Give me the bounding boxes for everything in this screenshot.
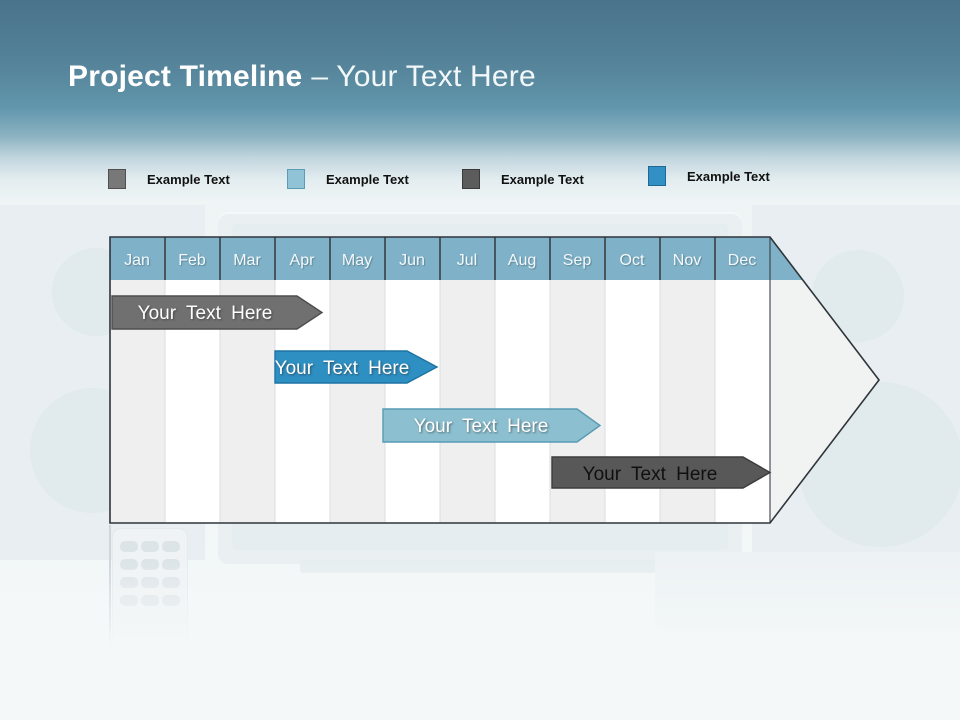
task-bar-4 [551,456,772,489]
legend-label: Example Text [501,171,584,187]
month-label-mar: Mar [233,252,261,269]
month-label-apr: Apr [290,252,316,269]
task-bar-2-label: Your Text Here [275,358,410,379]
page-title: Project Timeline– Your Text Here [68,60,536,94]
legend-item-3: Example Text [462,169,584,189]
month-label-dec: Dec [728,252,756,269]
legend-item-4: Example Text [648,166,770,186]
task-bar-3-label: Your Text Here [414,416,549,437]
legend-label: Example Text [687,168,770,184]
legend-swatch-darkgray [462,169,480,189]
task-bar-3 [382,408,602,443]
title-subtitle: – Your Text Here [311,60,536,93]
legend-swatch-lightblue [287,169,305,189]
task-bar-1-label: Your Text Here [138,303,273,324]
timeline-arrow-outline [109,236,881,524]
month-label-jan: Jan [124,252,150,269]
legend-label: Example Text [326,171,409,187]
column-separators [164,280,716,523]
month-label-may: May [342,252,372,269]
month-label-feb: Feb [178,252,206,269]
month-label-sep: Sep [563,252,592,269]
legend-item-2: Example Text [287,169,409,189]
task-bars: Your Text Here Your Text Here Your Text … [111,295,772,489]
month-labels: Jan Feb Mar Apr May Jun Jul Aug Sep Oct … [124,252,756,269]
legend-swatch-blue [648,166,666,186]
legend-swatch-gray [108,169,126,189]
month-label-jun: Jun [399,252,425,269]
month-label-aug: Aug [508,252,536,269]
task-bar-1 [111,295,324,330]
title-bold: Project Timeline [68,60,303,93]
month-label-oct: Oct [620,252,645,269]
legend-label: Example Text [147,171,230,187]
month-label-jul: Jul [457,252,477,269]
task-bar-2 [274,350,439,384]
month-label-nov: Nov [673,252,701,269]
header-separators [164,237,771,523]
legend-item-1: Example Text [108,169,230,189]
task-bar-4-label: Your Text Here [583,464,718,485]
